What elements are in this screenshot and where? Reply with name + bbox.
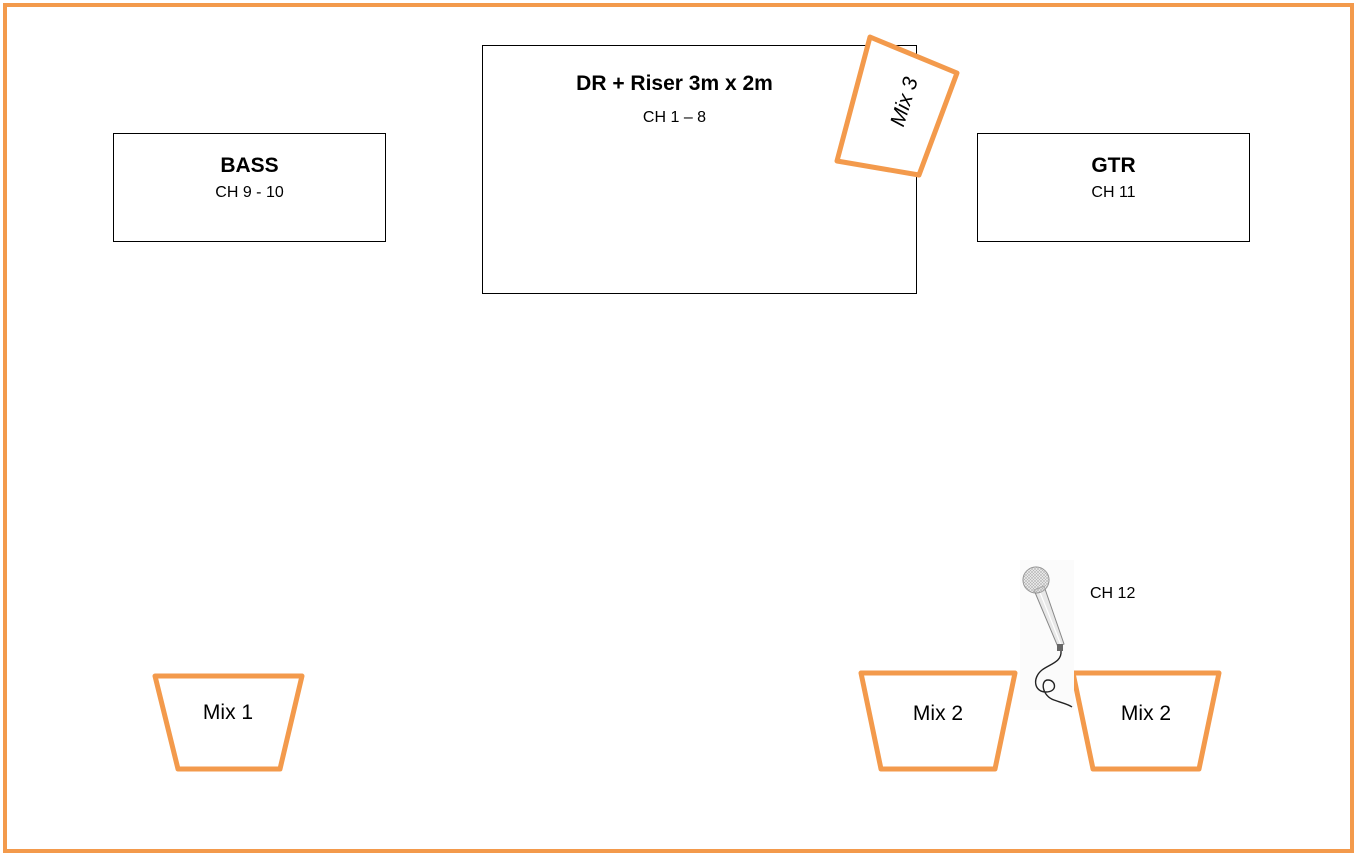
wedge-mix2-right-label: Mix 2 [1120,702,1172,725]
wedge-mix3-shape [834,34,960,178]
guitar-label: GTR [1091,154,1136,177]
wedge-mix2-left-label: Mix 2 [912,702,964,725]
wedge-mix2-right-shape [1070,670,1222,772]
monitor-wedge-mix1: Mix 1 [152,673,305,772]
monitor-wedge-mix2-right: Mix 2 [1070,670,1222,772]
guitar-channels: CH 11 [1091,184,1136,201]
wedge-mix1-shape [152,673,305,772]
vocal-mic-channel: CH 12 [1090,585,1136,602]
microphone-icon [1022,566,1073,708]
monitor-wedge-mix3 [834,34,960,178]
bass-position: BASS CH 9 - 10 [113,133,386,242]
bass-channels: CH 9 - 10 [215,184,284,201]
drum-channels: CH 1 – 8 [642,109,707,126]
guitar-position: GTR CH 11 [977,133,1250,242]
monitor-wedge-mix2-left: Mix 2 [858,670,1018,772]
bass-label: BASS [220,154,279,177]
vocal-mic [1020,560,1074,710]
wedge-mix1-label: Mix 1 [202,701,254,724]
drum-riser-label: DR + Riser 3m x 2m [576,72,773,95]
wedge-mix2-left-shape [858,670,1018,772]
drum-riser: DR + Riser 3m x 2m CH 1 – 8 [482,45,917,294]
